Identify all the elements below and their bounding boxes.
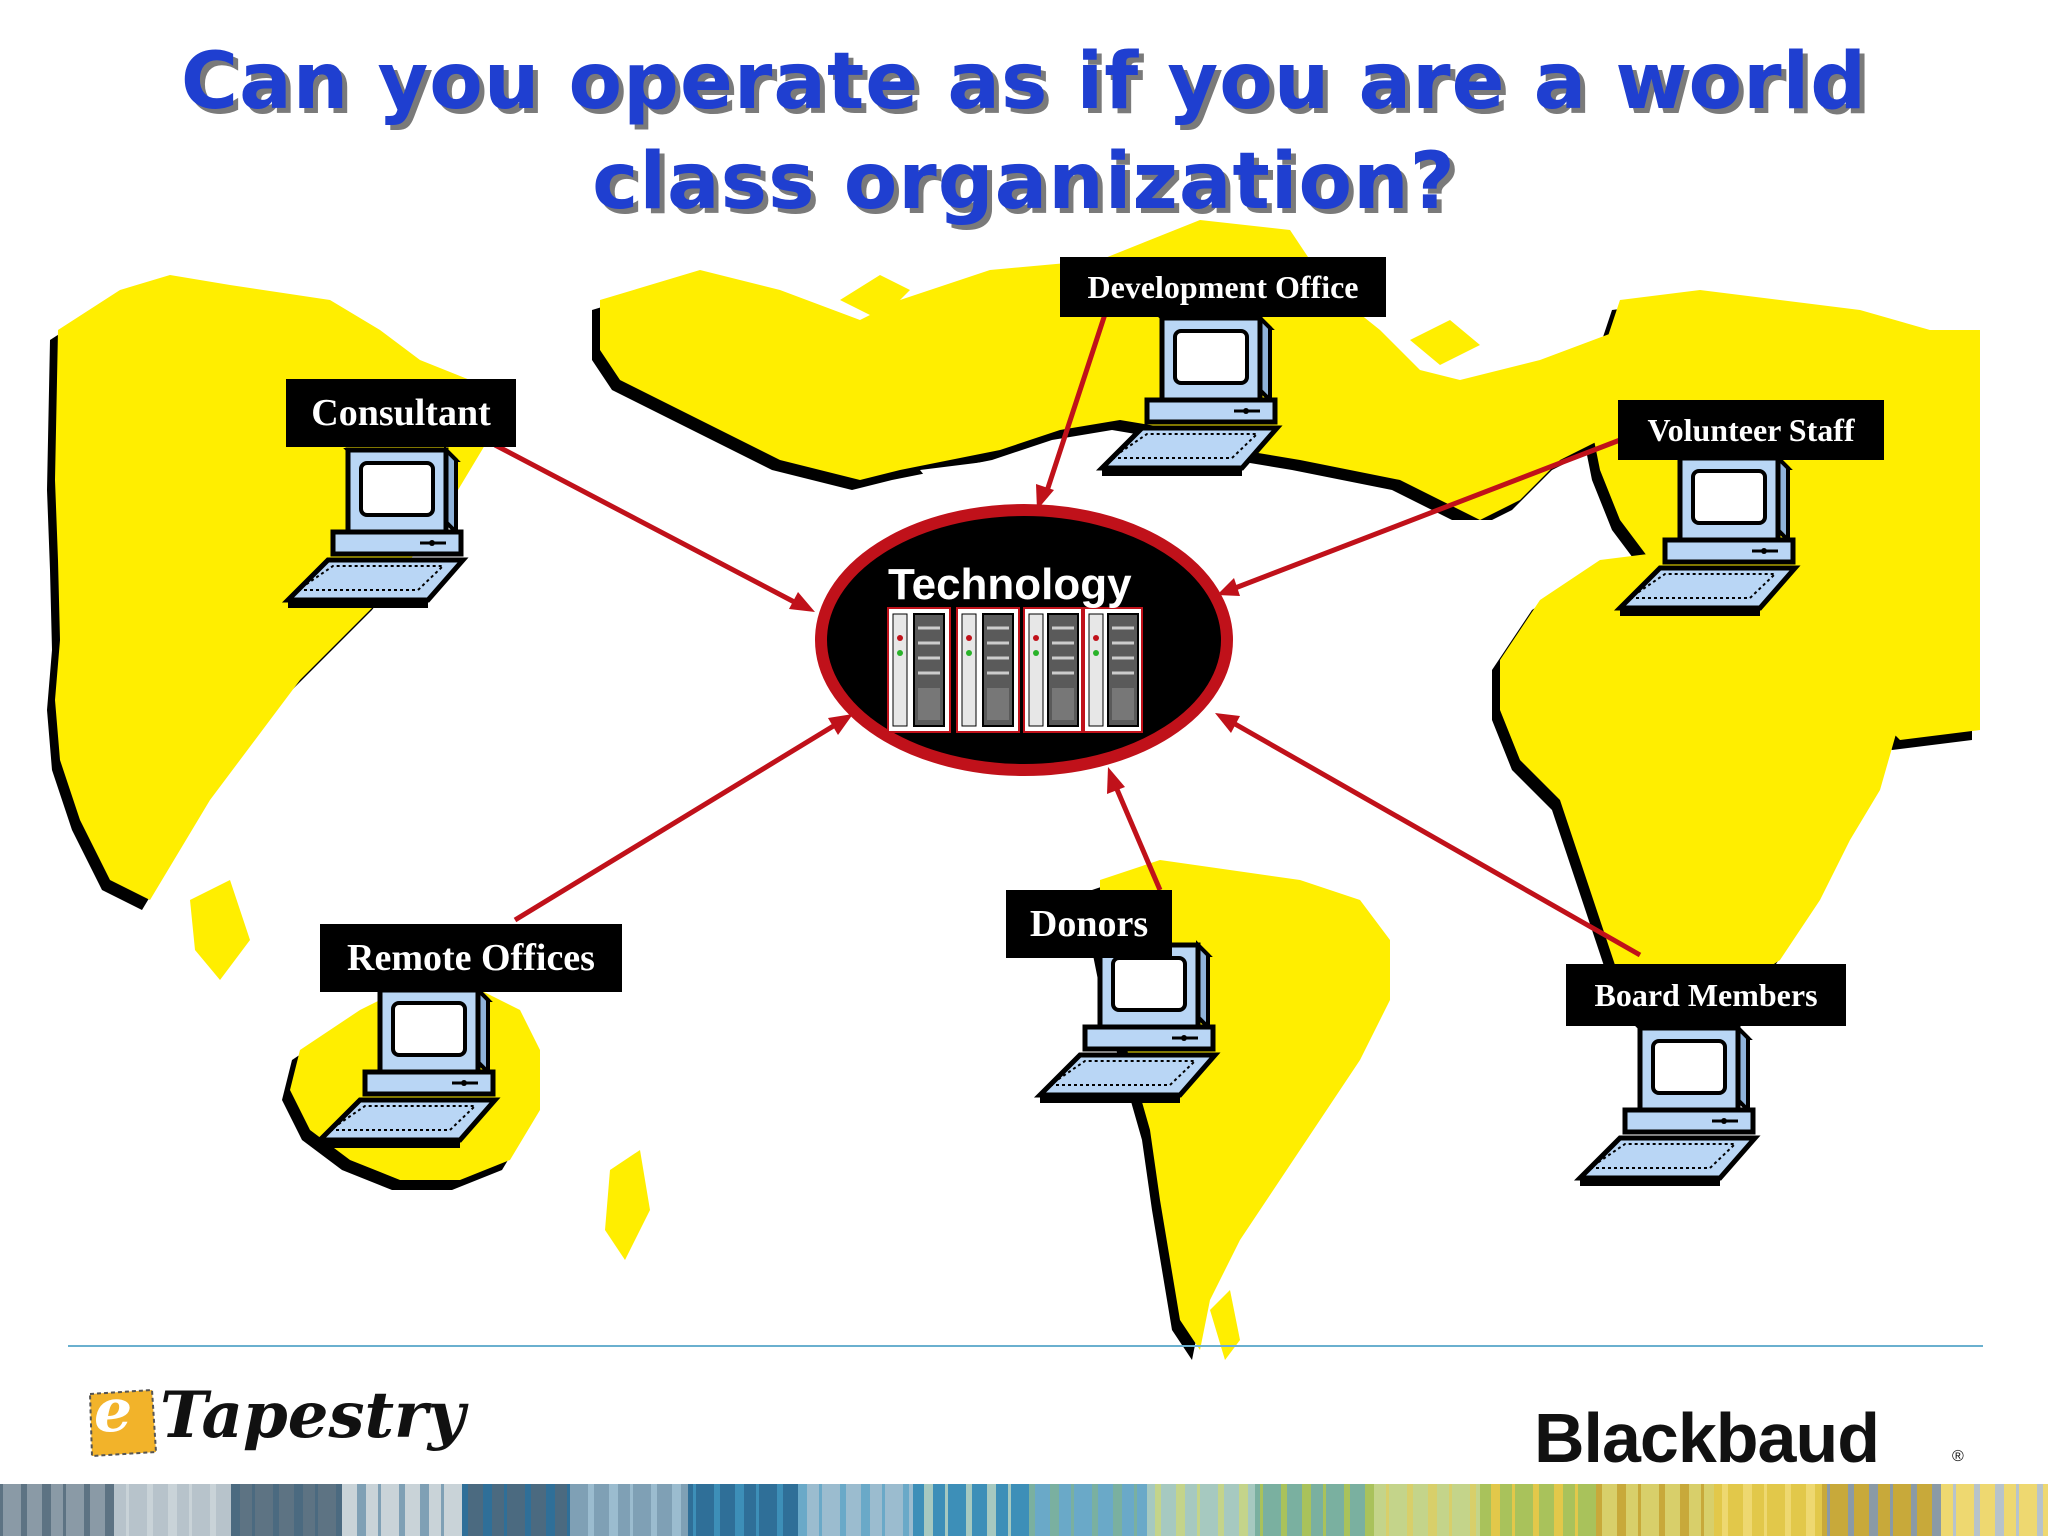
blackbaud-registered-mark: ® xyxy=(1952,1448,1964,1465)
label-development-office: Development Office xyxy=(1060,257,1386,317)
footer-stripes xyxy=(0,1484,2048,1536)
connection-arrows xyxy=(493,304,1642,958)
label-consultant: Consultant xyxy=(286,379,516,447)
technology-hub xyxy=(815,504,1233,776)
footer-divider xyxy=(68,1345,1983,1347)
label-volunteer-staff: Volunteer Staff xyxy=(1618,400,1884,460)
technology-label: Technology xyxy=(888,560,1132,609)
label-remote-offices: Remote Offices xyxy=(320,924,622,992)
slide-title-line-2: class organization? xyxy=(592,137,1456,227)
server-rack-icon xyxy=(887,607,1143,733)
etapestry-logo-text: Tapestry xyxy=(160,1378,465,1453)
etapestry-logo-mark xyxy=(88,1388,158,1458)
blackbaud-logo-text: Blackbaud xyxy=(1534,1399,1880,1477)
label-donors: Donors xyxy=(1006,890,1172,958)
etapestry-logo-letter: e xyxy=(94,1376,133,1446)
label-board-members: Board Members xyxy=(1566,964,1846,1026)
slide-title-line-1: Can you operate as if you are a world xyxy=(180,37,1868,127)
